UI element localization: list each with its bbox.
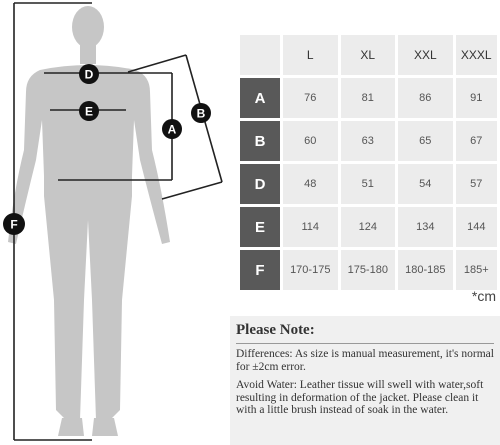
- marker-d: D: [79, 64, 99, 84]
- note-divider: [236, 343, 494, 344]
- size-header-row: L XL XXL XXXL: [240, 35, 497, 75]
- row-label: A: [240, 78, 280, 118]
- table-cell: 86: [398, 78, 453, 118]
- table-cell: 48: [283, 164, 338, 204]
- table-row: A 76 81 86 91: [240, 78, 497, 118]
- table-cell: 170-175: [283, 250, 338, 290]
- row-label: B: [240, 121, 280, 161]
- marker-b: B: [191, 103, 211, 123]
- svg-text:B: B: [197, 107, 206, 121]
- size-header-l: L: [283, 35, 338, 75]
- body-silhouette: [8, 6, 170, 436]
- table-cell: 134: [398, 207, 453, 247]
- svg-text:A: A: [168, 123, 177, 137]
- table-cell: 67: [455, 121, 497, 161]
- table-cell: 54: [398, 164, 453, 204]
- table-row: E 114 124 134 144: [240, 207, 497, 247]
- table-cell: 185+: [455, 250, 497, 290]
- table-cell: 175-180: [340, 250, 396, 290]
- size-header-xl: XL: [340, 35, 396, 75]
- marker-a: A: [162, 119, 182, 139]
- row-label: F: [240, 250, 280, 290]
- marker-e: E: [79, 101, 99, 121]
- table-cell: 81: [340, 78, 396, 118]
- svg-text:D: D: [85, 68, 94, 82]
- table-cell: 51: [340, 164, 396, 204]
- table-cell: 63: [340, 121, 396, 161]
- table-cell: 144: [455, 207, 497, 247]
- table-cell: 65: [398, 121, 453, 161]
- table-cell: 180-185: [398, 250, 453, 290]
- table-cell: 91: [455, 78, 497, 118]
- svg-text:F: F: [10, 218, 17, 232]
- table-row: B 60 63 65 67: [240, 121, 497, 161]
- body-measurement-figure: D E A B F: [3, 2, 223, 441]
- size-chart-table: L XL XXL XXXL A 76 81 86 91 B 60 63 65 6…: [237, 32, 500, 293]
- unit-label: *cm: [471, 288, 496, 304]
- size-header-xxxl: XXXL: [455, 35, 497, 75]
- table-cell: 124: [340, 207, 396, 247]
- table-corner: [240, 35, 280, 75]
- row-label: D: [240, 164, 280, 204]
- table-row: D 48 51 54 57: [240, 164, 497, 204]
- row-label: E: [240, 207, 280, 247]
- note-box: Please Note: Differences: As size is man…: [230, 316, 500, 445]
- note-differences: Differences: As size is manual measureme…: [236, 348, 494, 373]
- note-avoid-water: Avoid Water: Leather tissue will swell w…: [236, 379, 484, 416]
- table-cell: 57: [455, 164, 497, 204]
- table-cell: 60: [283, 121, 338, 161]
- note-title: Please Note:: [236, 322, 315, 338]
- table-cell: 114: [283, 207, 338, 247]
- size-header-xxl: XXL: [398, 35, 453, 75]
- marker-f: F: [3, 213, 25, 235]
- table-cell: 76: [283, 78, 338, 118]
- svg-text:E: E: [85, 105, 93, 119]
- table-row: F 170-175 175-180 180-185 185+: [240, 250, 497, 290]
